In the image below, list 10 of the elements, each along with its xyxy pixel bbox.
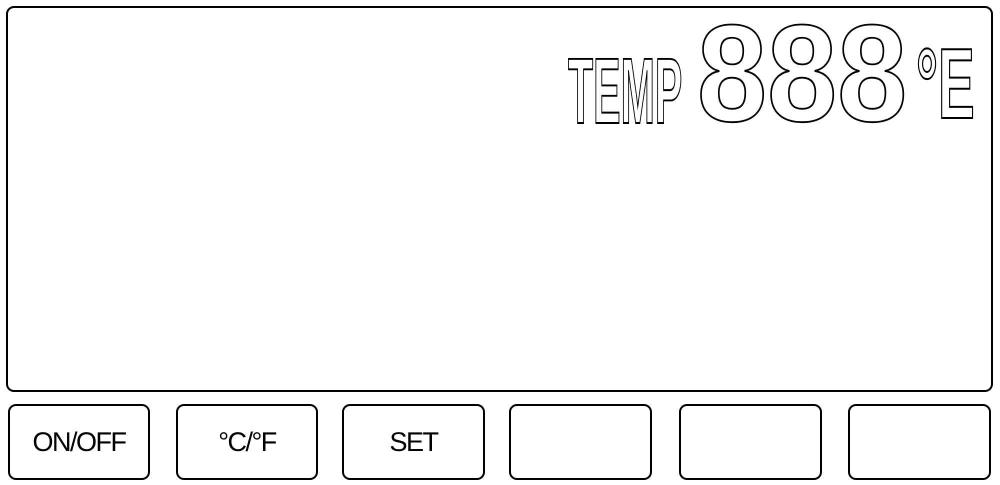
blank-button [679, 404, 822, 480]
unit-toggle-button: °C/°F [176, 404, 318, 480]
display-screen [6, 6, 993, 392]
power-button: ON/OFF [8, 404, 150, 480]
unit-indicator: °E [916, 34, 975, 134]
blank-button [848, 404, 991, 480]
digit-readout: 888 [697, 4, 908, 142]
blank-button [509, 404, 652, 480]
set-button: SET [342, 404, 485, 480]
display-label: TEMP [568, 44, 682, 138]
